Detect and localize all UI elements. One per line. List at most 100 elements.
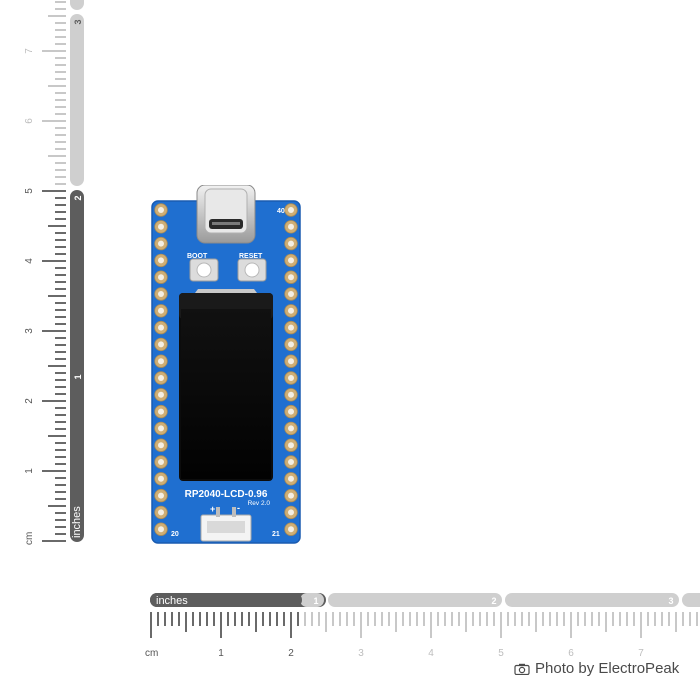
vertical-ruler-inch-bar-light-top: [70, 0, 84, 10]
vertical-ruler-tick: [55, 414, 66, 416]
castellated-pads: [154, 203, 298, 536]
vertical-ruler-tick: [55, 358, 66, 360]
vertical-ruler-tick: [55, 407, 66, 409]
vertical-ruler-cm-label: 2: [24, 398, 35, 404]
vertical-ruler-tick: [48, 365, 66, 367]
horizontal-ruler-tick: [353, 612, 355, 626]
horizontal-ruler-tick: [626, 612, 628, 626]
vertical-ruler-tick: [48, 435, 66, 437]
vertical-ruler-tick: [55, 491, 66, 493]
horizontal-ruler-inch-unit: inches: [156, 595, 188, 607]
castellated-pad-hole: [288, 324, 294, 331]
vertical-ruler-tick: [55, 456, 66, 458]
horizontal-ruler-inch-bar-light-3: [505, 593, 679, 607]
horizontal-ruler-tick: [675, 612, 677, 632]
horizontal-ruler-tick: [227, 612, 229, 626]
horizontal-ruler-tick: [640, 612, 642, 638]
horizontal-ruler-tick: [164, 612, 166, 626]
vertical-ruler-tick: [55, 344, 66, 346]
horizontal-ruler-cm-unit: cm: [145, 648, 158, 659]
vertical-ruler-tick: [42, 50, 66, 52]
vertical-ruler-tick: [55, 274, 66, 276]
vertical-ruler-tick: [42, 190, 66, 192]
vertical-ruler-tick: [55, 379, 66, 381]
vertical-ruler-tick: [55, 204, 66, 206]
horizontal-ruler-tick: [241, 612, 243, 626]
castellated-pad-hole: [158, 475, 164, 482]
vertical-ruler-tick: [55, 134, 66, 136]
vertical-ruler-tick: [55, 372, 66, 374]
vertical-ruler-cm-label: 1: [24, 468, 35, 474]
vertical-ruler-cm-label: 6: [24, 118, 35, 124]
vertical-ruler-tick: [55, 162, 66, 164]
vertical-ruler-cm-label: 3: [24, 328, 35, 334]
vertical-ruler-tick: [55, 8, 66, 10]
vertical-ruler-tick: [42, 120, 66, 122]
reset-button[interactable]: [237, 258, 267, 282]
horizontal-ruler-tick: [199, 612, 201, 626]
horizontal-ruler-tick: [542, 612, 544, 626]
castellated-pad-hole: [158, 307, 164, 314]
vertical-ruler-tick: [55, 386, 66, 388]
horizontal-ruler: inches 1 2 3 cm 1 2 3 4 5 6 7: [145, 593, 700, 659]
vertical-ruler-tick: [55, 323, 66, 325]
horizontal-ruler-tick: [150, 612, 152, 638]
vertical-ruler-cm-label: 4: [24, 258, 35, 264]
horizontal-ruler-tick: [605, 612, 607, 632]
vertical-ruler-tick: [55, 239, 66, 241]
vertical-ruler-tick: [55, 428, 66, 430]
horizontal-ruler-tick: [255, 612, 257, 632]
vertical-ruler-inch-label-1: 1: [73, 374, 83, 379]
vertical-ruler-cm-label: 5: [24, 188, 35, 194]
vertical-ruler-tick: [55, 463, 66, 465]
horizontal-ruler-tick: [493, 612, 495, 626]
horizontal-ruler-tick: [374, 612, 376, 626]
horizontal-ruler-tick: [556, 612, 558, 626]
horizontal-ruler-inch-label-3: 3: [668, 596, 673, 606]
vertical-ruler-tick: [55, 218, 66, 220]
castellated-pad-hole: [288, 307, 294, 314]
vertical-ruler-tick: [42, 260, 66, 262]
pin-label-40: 40: [277, 208, 285, 215]
horizontal-ruler-tick: [388, 612, 390, 626]
boot-button[interactable]: [189, 258, 219, 282]
vertical-ruler-tick: [48, 85, 66, 87]
vertical-ruler-tick: [55, 127, 66, 129]
vertical-ruler-tick: [55, 316, 66, 318]
horizontal-ruler-tick: [451, 612, 453, 626]
vertical-ruler-tick: [55, 351, 66, 353]
vertical-ruler-tick: [48, 15, 66, 17]
horizontal-ruler-tick: [283, 612, 285, 626]
horizontal-ruler-tick: [500, 612, 502, 638]
vertical-ruler-tick: [55, 1, 66, 3]
horizontal-ruler-tick: [276, 612, 278, 626]
castellated-pad-hole: [158, 375, 164, 381]
castellated-pad-hole: [158, 207, 164, 213]
vertical-ruler-tick: [55, 337, 66, 339]
lcd-screen: [179, 289, 273, 481]
horizontal-ruler-tick: [430, 612, 432, 638]
horizontal-ruler-cm-label: 7: [638, 648, 644, 659]
vertical-ruler-tick: [55, 253, 66, 255]
horizontal-ruler-tick: [360, 612, 362, 638]
horizontal-ruler-tick: [563, 612, 565, 626]
vertical-ruler-tick: [55, 484, 66, 486]
horizontal-ruler-tick: [668, 612, 670, 626]
horizontal-ruler-tick: [661, 612, 663, 626]
vertical-ruler-ticks: [42, 1, 66, 542]
horizontal-ruler-tick: [682, 612, 684, 626]
castellated-pad-hole: [288, 459, 294, 465]
vertical-ruler-tick: [55, 281, 66, 283]
castellated-pad-hole: [158, 391, 164, 398]
horizontal-ruler-tick: [178, 612, 180, 626]
horizontal-ruler-tick: [479, 612, 481, 626]
board-revision: Rev 2.0: [248, 500, 271, 507]
horizontal-ruler-tick: [332, 612, 334, 626]
vertical-ruler-tick: [55, 526, 66, 528]
vertical-ruler-tick: [55, 267, 66, 269]
horizontal-ruler-tick: [290, 612, 292, 638]
vertical-ruler-tick: [48, 225, 66, 227]
horizontal-ruler-tick: [689, 612, 691, 626]
castellated-pad-hole: [158, 492, 164, 499]
horizontal-ruler-tick: [416, 612, 418, 626]
